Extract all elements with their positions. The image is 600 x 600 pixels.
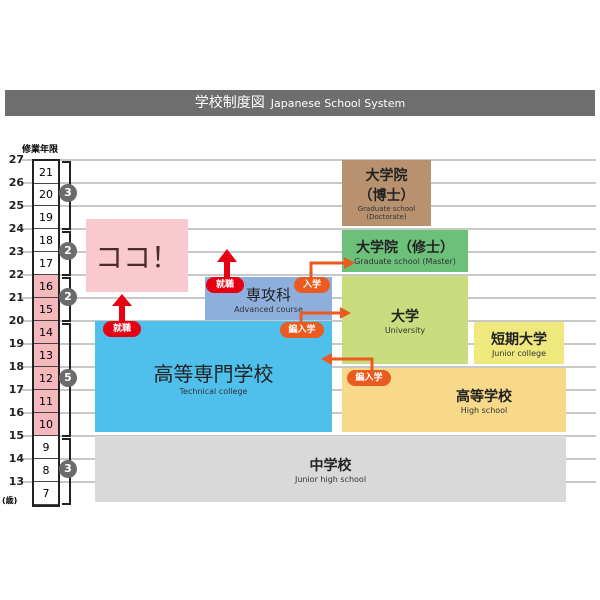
master-en: Graduate school (Master) bbox=[354, 256, 456, 266]
doctorate-jp: 大学院 bbox=[365, 168, 408, 184]
employment-arrow bbox=[217, 249, 237, 282]
junior-college-jp: 短期大学 bbox=[491, 331, 547, 348]
age-label: 18 bbox=[8, 360, 24, 373]
high-school-en: High school bbox=[460, 405, 508, 415]
grid-line bbox=[22, 251, 596, 253]
doctorate-en: Graduate school (Doctorate) bbox=[357, 205, 416, 221]
enter-label: 入学 bbox=[294, 277, 330, 293]
duration-badge: 5 bbox=[59, 369, 77, 387]
age-label: 17 bbox=[8, 383, 24, 396]
axis-header: 修業年限 bbox=[22, 145, 59, 155]
title-en: Japanese School System bbox=[270, 97, 406, 110]
middle-school-en: Junior high school bbox=[294, 474, 367, 484]
age-label: 27 bbox=[8, 153, 24, 166]
age-label: 22 bbox=[8, 268, 24, 281]
university-jp: 大学 bbox=[391, 308, 419, 325]
advanced-course-jp: 専攻科 bbox=[245, 285, 291, 304]
grid-line bbox=[22, 159, 596, 161]
age-label: 19 bbox=[8, 337, 24, 350]
school-year-cell: 8 bbox=[34, 459, 58, 482]
school-year-cell: 16 bbox=[34, 275, 58, 298]
enter-arrowhead bbox=[344, 257, 355, 269]
duration-badge: 3 bbox=[59, 184, 77, 202]
school-year-cell: 7 bbox=[34, 482, 58, 505]
school-year-cell: 14 bbox=[34, 321, 58, 344]
grid-line bbox=[22, 205, 596, 207]
age-label: 25 bbox=[8, 199, 24, 212]
school-year-cell: 9 bbox=[34, 436, 58, 459]
title-jp: 学校制度図 bbox=[194, 95, 265, 111]
transfer-arrowhead bbox=[321, 353, 332, 365]
age-label: 26 bbox=[8, 176, 24, 189]
school-year-cell: 12 bbox=[34, 367, 58, 390]
employment-label: 就職 bbox=[206, 277, 244, 293]
technical-college-jp: 高等専門学校 bbox=[153, 361, 274, 386]
middle-school-jp: 中学校 bbox=[309, 457, 352, 474]
koko-text: ココ！ bbox=[94, 240, 179, 274]
school-year-cell: 19 bbox=[34, 206, 58, 229]
koko-box: ココ！ bbox=[86, 219, 188, 292]
age-label: 14 bbox=[8, 452, 24, 465]
high-school-jp: 高等学校 bbox=[456, 388, 512, 405]
duration-badge: 3 bbox=[59, 460, 77, 478]
axis-unit: (歳) bbox=[2, 496, 18, 505]
duration-badge: 2 bbox=[59, 288, 77, 306]
age-label: 13 bbox=[8, 475, 24, 488]
transfer-label: 編入学 bbox=[347, 370, 391, 386]
school-year-cell: 11 bbox=[34, 390, 58, 413]
school-year-cell: 17 bbox=[34, 252, 58, 275]
transfer-arrowhead bbox=[340, 307, 351, 319]
employment-label: 就職 bbox=[103, 321, 141, 337]
school-year-cell: 18 bbox=[34, 229, 58, 252]
age-label: 24 bbox=[8, 222, 24, 235]
school-year-cell: 20 bbox=[34, 183, 58, 206]
advanced-course-en: Advanced course bbox=[234, 304, 303, 314]
age-label: 15 bbox=[8, 429, 24, 442]
technical-college-en: Technical college bbox=[179, 386, 248, 396]
master-box: 大学院（修士）Graduate school (Master) bbox=[342, 230, 468, 272]
transfer-arrow bbox=[330, 357, 374, 372]
university-en: University bbox=[384, 325, 426, 335]
employment-arrow bbox=[112, 294, 132, 325]
school-year-cell: 15 bbox=[34, 298, 58, 321]
doctorate-jp2: （博士） bbox=[358, 188, 415, 204]
grid-line bbox=[22, 228, 596, 230]
junior-college-en: Junior college bbox=[491, 348, 547, 358]
grid-line bbox=[22, 182, 596, 184]
master-jp: 大学院（修士） bbox=[356, 239, 454, 256]
doctorate-box: 大学院 （博士）Graduate school (Doctorate) bbox=[342, 160, 431, 226]
age-label: 16 bbox=[8, 406, 24, 419]
grid-line bbox=[22, 274, 596, 276]
transfer-arrow bbox=[299, 311, 342, 325]
age-label: 21 bbox=[8, 291, 24, 304]
age-label: 20 bbox=[8, 314, 24, 327]
duration-badge: 2 bbox=[59, 242, 77, 260]
age-label: 23 bbox=[8, 245, 24, 258]
school-year-cell: 21 bbox=[34, 161, 58, 184]
school-year-cell: 13 bbox=[34, 344, 58, 367]
enter-arrow bbox=[309, 261, 346, 282]
transfer-label: 編入学 bbox=[280, 322, 324, 338]
school-year-cell: 10 bbox=[34, 413, 58, 436]
title-bar: 学校制度図 Japanese School System bbox=[5, 90, 595, 116]
